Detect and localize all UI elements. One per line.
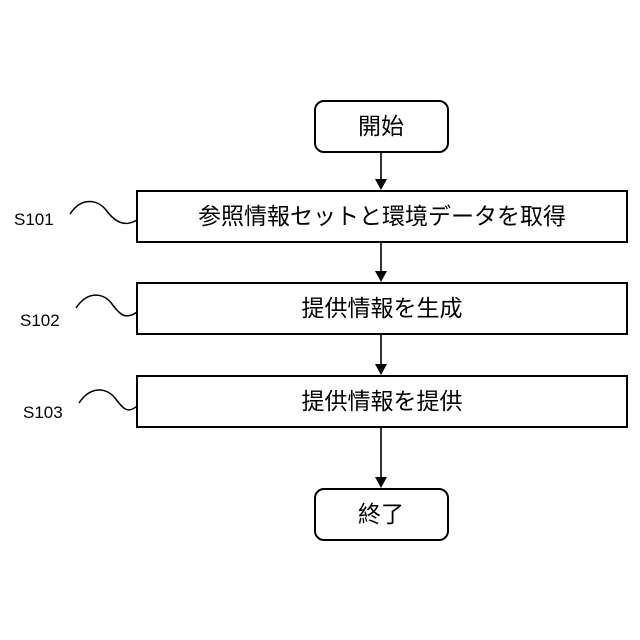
step-s102-leader [76, 295, 137, 316]
start-node: 開始 [315, 101, 448, 152]
step-s101-id: S101 [14, 210, 54, 229]
step-s103-label: 提供情報を提供 [302, 389, 463, 415]
arrow-s102-to-s103 [375, 334, 387, 375]
end-node-label: 終了 [358, 502, 404, 528]
step-s102: S102 提供情報を生成 [20, 283, 627, 334]
step-s101-leader [70, 202, 137, 224]
step-s101-label: 参照情報セットと環境データを取得 [198, 204, 566, 230]
step-s103: S103 提供情報を提供 [23, 376, 627, 427]
step-s101: S101 参照情報セットと環境データを取得 [14, 191, 627, 242]
start-node-label: 開始 [358, 114, 404, 140]
arrow-s101-to-s102 [375, 242, 387, 282]
step-s102-label: 提供情報を生成 [302, 296, 463, 322]
end-node: 終了 [315, 489, 448, 540]
arrow-start-to-s101 [375, 152, 387, 190]
step-s103-leader [79, 390, 137, 410]
step-s102-id: S102 [20, 311, 60, 330]
arrow-s103-to-end [375, 427, 387, 488]
step-s103-id: S103 [23, 403, 63, 422]
